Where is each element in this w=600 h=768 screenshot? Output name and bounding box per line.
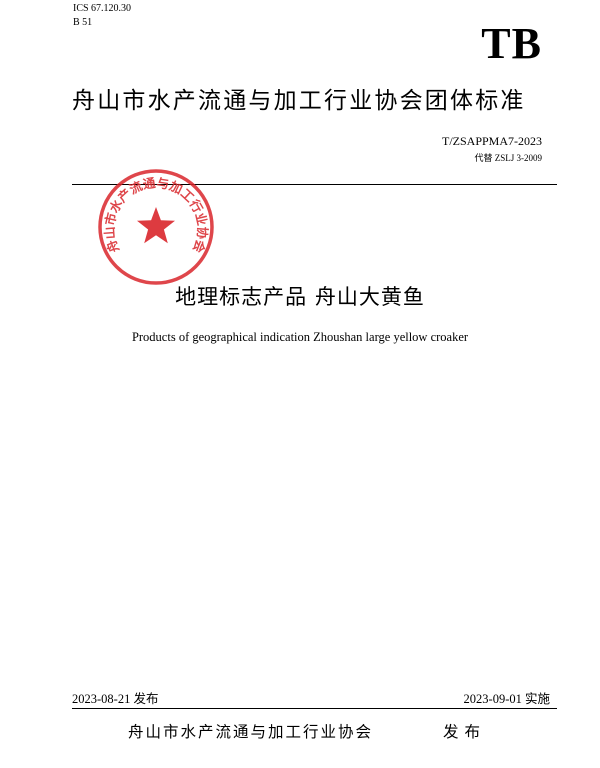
ics-code: ICS 67.120.30 xyxy=(73,3,132,14)
standard-number: T/ZSAPPMA7-2023 xyxy=(441,134,542,148)
issue-label: 发布 xyxy=(443,723,487,741)
seal-star-icon xyxy=(137,207,175,244)
classification-code: B 51 xyxy=(73,17,93,28)
implement-date: 2023-09-01 实施 xyxy=(463,692,550,706)
issuer-organization: 舟山市水产流通与加工行业协会 xyxy=(128,723,374,741)
footer-rule xyxy=(72,708,557,709)
organization-standard-title: 舟山市水产流通与加工行业协会团体标准 xyxy=(72,88,526,114)
header-rule xyxy=(72,184,557,185)
red-seal-stamp: 舟山市水产流通与加工行业协会 xyxy=(98,169,214,285)
tb-logo: TB xyxy=(481,19,542,68)
publish-date: 2023-08-21 发布 xyxy=(72,692,159,706)
document-title-chinese: 地理标志产品 舟山大黄鱼 xyxy=(175,285,425,309)
replaces-note: 代替 ZSLJ 3-2009 xyxy=(474,153,542,163)
document-title-english: Products of geographical indication Zhou… xyxy=(131,330,469,344)
